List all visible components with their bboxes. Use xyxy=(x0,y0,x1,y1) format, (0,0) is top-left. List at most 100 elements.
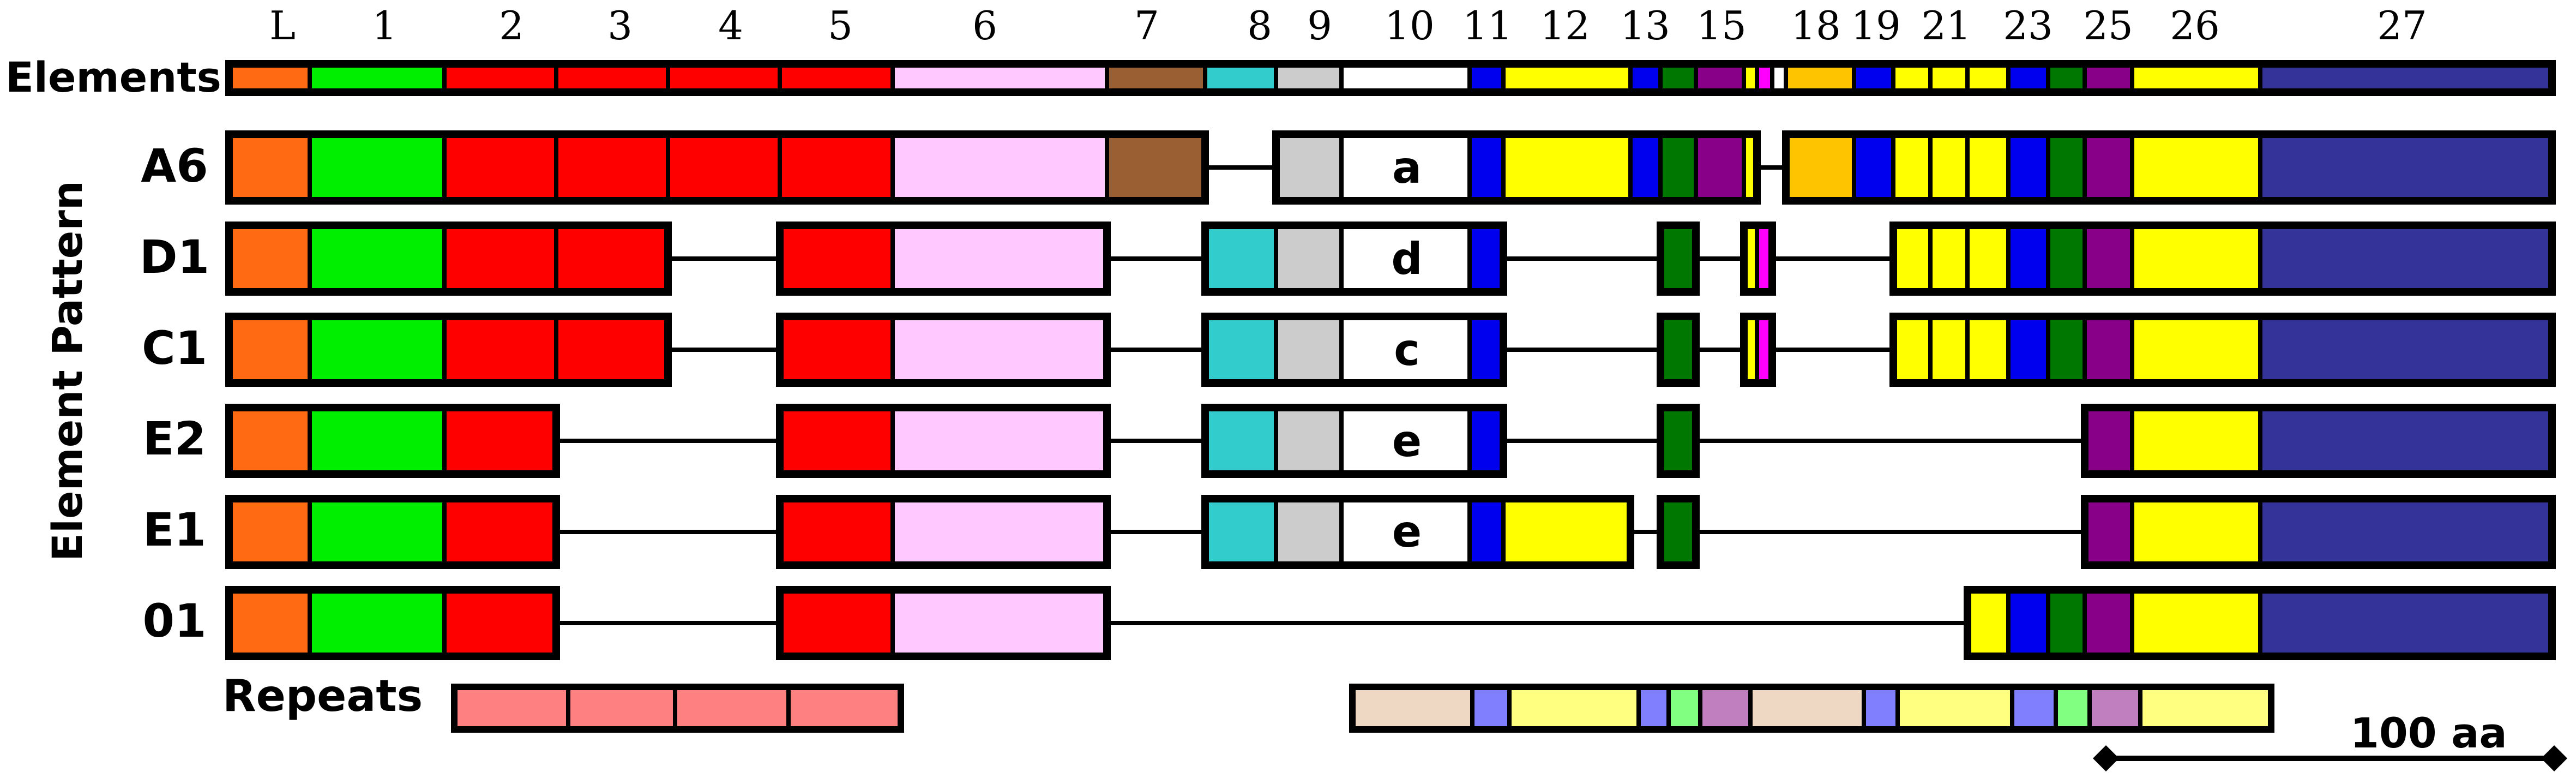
element-23g-Elements xyxy=(2046,62,2087,94)
element-10-Elements xyxy=(1339,62,1472,94)
col-header-L: L xyxy=(269,3,296,49)
element-21b-C1 xyxy=(1928,314,1970,385)
repeat-red-3 xyxy=(673,685,791,732)
element-13b-Elements xyxy=(1658,62,1698,94)
repeat-blue-3 xyxy=(1862,685,1900,732)
scale-bar-label: 100 aa xyxy=(2350,709,2507,757)
segment-outline-01 xyxy=(1964,586,2556,660)
repeat-tan-2 xyxy=(1748,685,1866,732)
element-23-C1 xyxy=(2006,314,2050,385)
repeat-blue-2 xyxy=(1636,685,1671,732)
element-11-E1 xyxy=(1467,496,1506,567)
repeat-purple-2 xyxy=(2087,685,2142,732)
element-10-D1 xyxy=(1339,223,1472,294)
row-labels: A6 D1 C1 E2 E1 01 xyxy=(140,139,209,648)
segment-outline-A6 xyxy=(1782,130,2556,205)
element-2-D1 xyxy=(442,223,558,294)
element-1-C1 xyxy=(308,314,447,385)
repeat-green-1 xyxy=(1666,685,1702,732)
repeat-green-2 xyxy=(2054,685,2092,732)
element-2-Elements xyxy=(442,62,558,94)
col-header-9: 9 xyxy=(1307,3,1332,49)
element-27-E1 xyxy=(2258,496,2554,567)
segment-outline-E1 xyxy=(776,495,1111,569)
col-header-8: 8 xyxy=(1247,3,1272,49)
element-27-01 xyxy=(2258,588,2554,659)
element-6-E1 xyxy=(890,496,1109,567)
repeats-label: Repeats xyxy=(222,671,423,721)
element-18-A6 xyxy=(1784,132,1856,203)
col-header-15: 15 xyxy=(1696,3,1747,49)
element-L-A6 xyxy=(227,132,312,203)
track-D1 xyxy=(225,222,2556,296)
elements-label: Elements xyxy=(5,53,221,101)
element-27-Elements xyxy=(2258,62,2554,94)
element-2-E2 xyxy=(442,405,558,476)
element-8-E2 xyxy=(1203,405,1278,476)
element-9-E2 xyxy=(1274,405,1344,476)
repeat-tan-1 xyxy=(1350,685,1474,732)
element-9-C1 xyxy=(1274,314,1344,385)
element-11-E2 xyxy=(1467,405,1506,476)
insert-letter-E2: e xyxy=(1392,416,1422,466)
element-21a-A6 xyxy=(1891,132,1933,203)
repeats-track xyxy=(451,684,2274,733)
element-25-Elements xyxy=(2083,62,2134,94)
element-3-Elements xyxy=(554,62,670,94)
element-21a-C1 xyxy=(1891,314,1933,385)
col-header-18: 18 xyxy=(1791,3,1841,49)
repeat-yellow-1 xyxy=(1507,685,1641,732)
element-13b-D1 xyxy=(1658,223,1698,294)
element-19-A6 xyxy=(1852,132,1895,203)
scale-bar-right-diamond xyxy=(2541,745,2567,771)
track-E2 xyxy=(225,404,2556,478)
col-header-21: 21 xyxy=(1921,3,1971,49)
element-9-Elements xyxy=(1274,62,1344,94)
row-label-E1: E1 xyxy=(143,503,206,556)
row-label-E2: E2 xyxy=(143,412,206,465)
segment-outline-Elements xyxy=(225,60,2556,96)
col-header-6: 6 xyxy=(972,3,997,49)
element-5-D1 xyxy=(778,223,895,294)
segment-outline-E1 xyxy=(225,495,560,569)
element-6-D1 xyxy=(890,223,1109,294)
element-19-Elements xyxy=(1852,62,1895,94)
element-4-Elements xyxy=(666,62,782,94)
element-23-D1 xyxy=(2006,223,2050,294)
element-26-Elements xyxy=(2130,62,2262,94)
element-26-E1 xyxy=(2130,496,2262,567)
col-header-1: 1 xyxy=(372,3,397,49)
segment-outline-E2 xyxy=(2081,404,2556,478)
element-13b-E1 xyxy=(1658,496,1698,567)
element-L-01 xyxy=(227,588,312,659)
element-5-C1 xyxy=(778,314,895,385)
col-header-12: 12 xyxy=(1540,3,1590,49)
element-tracks xyxy=(225,60,2556,660)
element-1-Elements xyxy=(308,62,447,94)
insert-letter-A6: a xyxy=(1392,142,1422,193)
element-9-A6 xyxy=(1274,132,1344,203)
repeat-blue-4 xyxy=(2010,685,2058,732)
element-21c-A6 xyxy=(1965,132,2011,203)
repeat-yellow-2 xyxy=(1895,685,2014,732)
element-5-E1 xyxy=(778,496,895,567)
repeat-red-2 xyxy=(566,685,677,732)
element-25-E1 xyxy=(2083,496,2134,567)
track-E1 xyxy=(225,495,2556,569)
segment-outline-E2 xyxy=(776,404,1111,478)
element-15m-Elements xyxy=(1755,62,1774,94)
track-Elements xyxy=(225,60,2556,96)
element-6-A6 xyxy=(890,132,1109,203)
element-6-01 xyxy=(890,588,1109,659)
segment-outline-E1 xyxy=(2081,495,2556,569)
col-header-4: 4 xyxy=(718,3,743,49)
element-5-01 xyxy=(778,588,895,659)
segment-outline-D1 xyxy=(1740,222,1776,296)
segment-outline-E2 xyxy=(1201,404,1507,478)
segment-outline-E2 xyxy=(225,404,560,478)
element-23-01 xyxy=(2006,588,2050,659)
element-21c-Elements xyxy=(1965,62,2011,94)
column-headers: L 1 2 3 4 5 6 7 8 9 10 11 12 13 15 18 19… xyxy=(269,3,2427,49)
element-27-D1 xyxy=(2258,223,2554,294)
col-header-7: 7 xyxy=(1134,3,1159,49)
